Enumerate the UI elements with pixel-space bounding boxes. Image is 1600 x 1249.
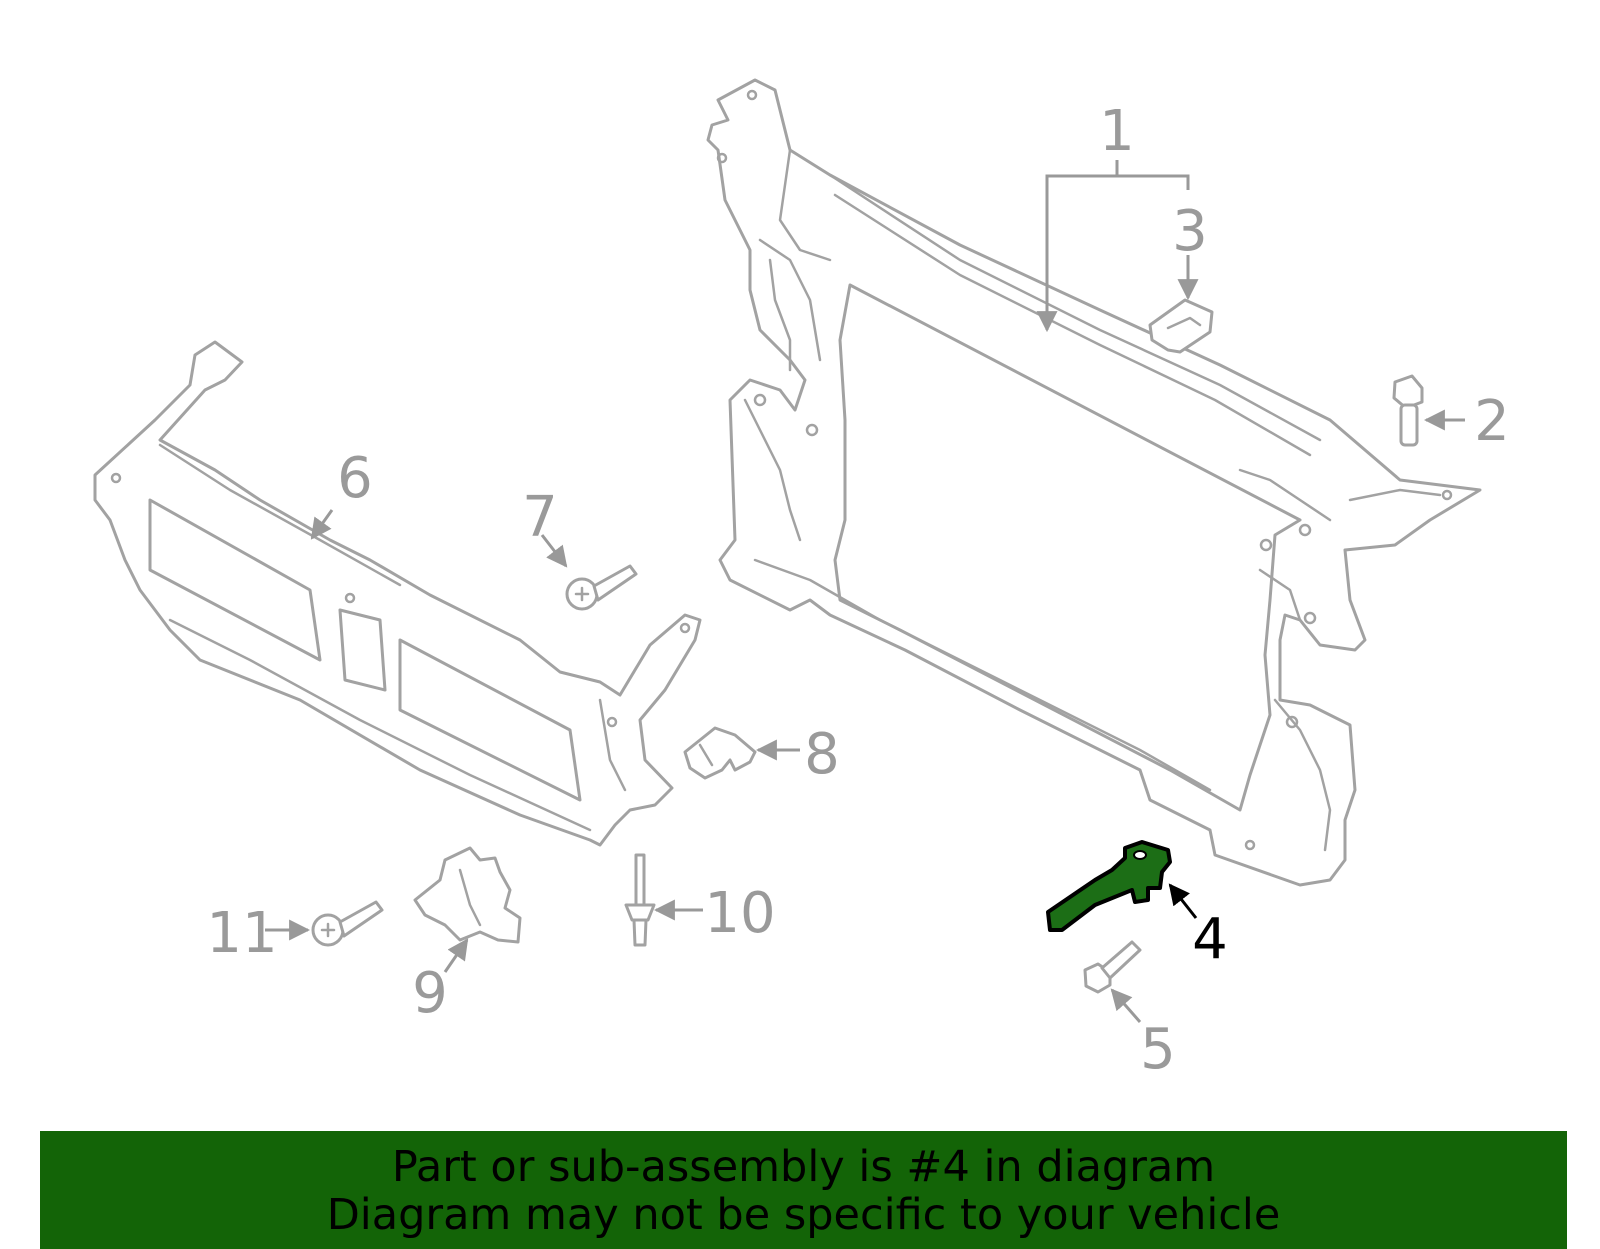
callout-9: 9 — [412, 961, 448, 1026]
bracket-part-9[interactable] — [413, 846, 522, 944]
callout-4: 4 — [1192, 907, 1228, 972]
callout-2: 2 — [1474, 389, 1510, 454]
screw-part-11[interactable] — [311, 900, 384, 947]
callout-10: 10 — [704, 881, 775, 946]
upper-panel-part-6[interactable] — [93, 340, 702, 847]
clip-part-3[interactable] — [1148, 298, 1214, 354]
screw-part-7[interactable] — [565, 564, 638, 611]
callout-7: 7 — [522, 485, 558, 550]
callout-5: 5 — [1140, 1017, 1176, 1082]
banner-line-2: Diagram may not be specific to your vehi… — [326, 1190, 1281, 1240]
leader-lines — [265, 160, 1465, 1023]
callout-1: 1 — [1099, 99, 1135, 164]
pin-part-10[interactable] — [624, 853, 656, 947]
info-banner: Part or sub-assembly is #4 in diagram Di… — [40, 1131, 1567, 1249]
parts-diagram: 1 2 3 4 5 6 7 8 9 10 11 — [93, 78, 1510, 1082]
callout-8: 8 — [804, 722, 840, 787]
callout-6: 6 — [337, 446, 373, 511]
bolt-part-5[interactable] — [1083, 940, 1142, 994]
callout-11: 11 — [206, 901, 277, 966]
bracket-part-4[interactable] — [1046, 840, 1172, 932]
bolt-part-2[interactable] — [1392, 374, 1424, 447]
banner-line-1: Part or sub-assembly is #4 in diagram — [391, 1142, 1216, 1192]
radiator-support-part-1[interactable] — [706, 78, 1482, 887]
callout-3: 3 — [1172, 199, 1208, 264]
bracket-part-8[interactable] — [683, 726, 757, 780]
